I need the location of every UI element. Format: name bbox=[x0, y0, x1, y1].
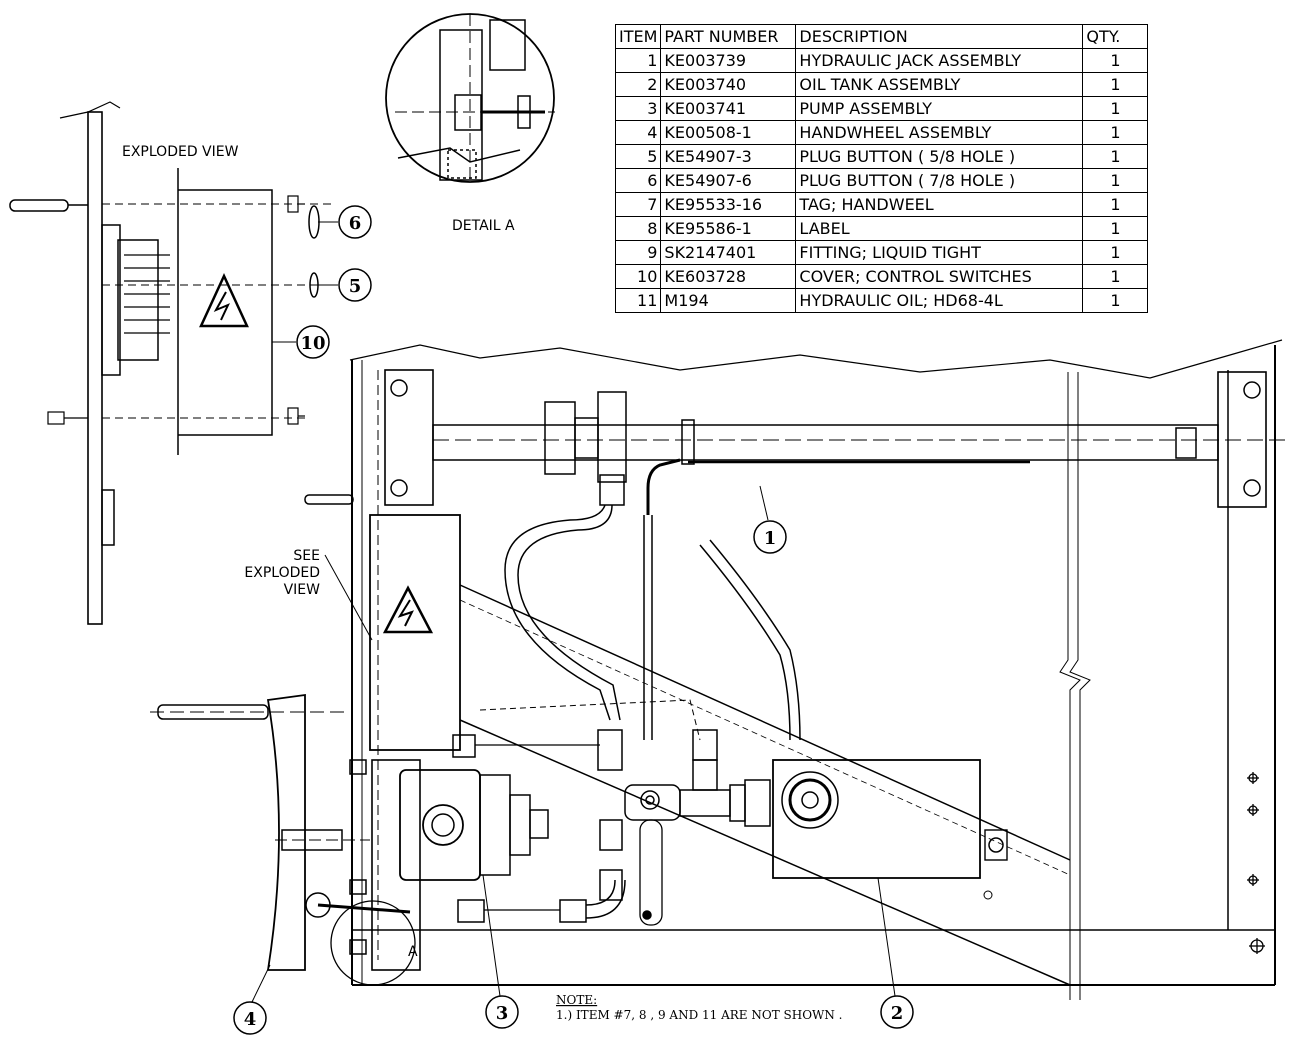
svg-text:5: 5 bbox=[349, 276, 362, 297]
exploded-view-label: EXPLODED VIEW bbox=[122, 144, 239, 160]
see-exploded-callout: SEE EXPLODED VIEW bbox=[244, 548, 373, 641]
svg-text:4: 4 bbox=[244, 1009, 257, 1030]
item-balloon-4: 4 bbox=[233, 964, 271, 1035]
svg-text:1: 1 bbox=[764, 528, 777, 549]
svg-text:6: 6 bbox=[349, 213, 362, 234]
svg-text:3: 3 bbox=[496, 1003, 509, 1024]
item-balloon-5: 5 bbox=[338, 268, 372, 302]
svg-text:SEE: SEE bbox=[293, 548, 320, 564]
detail-a: DETAIL A bbox=[385, 13, 555, 234]
bom-header-part-number: PART NUMBER bbox=[660, 24, 797, 49]
item-balloon-10: 10 bbox=[296, 325, 330, 359]
weld-marker-icon bbox=[1247, 772, 1265, 954]
main-assembly: A bbox=[150, 339, 1285, 1000]
item-balloon-1: 1 bbox=[753, 485, 787, 554]
electrical-hazard-icon bbox=[199, 273, 249, 328]
svg-text:2: 2 bbox=[891, 1003, 904, 1024]
item-balloon-3: 3 bbox=[482, 874, 519, 1029]
electrical-hazard-icon bbox=[382, 585, 434, 634]
item-balloon-6: 6 bbox=[338, 205, 372, 239]
bom-header-description: DESCRIPTION bbox=[795, 24, 1084, 49]
bom-header-item: ITEM bbox=[614, 24, 662, 49]
bom-header-row: ITEM PART NUMBER DESCRIPTION QTY. bbox=[614, 24, 1149, 49]
svg-text:EXPLODED: EXPLODED bbox=[244, 565, 320, 581]
detail-a-marker: A bbox=[408, 944, 418, 960]
exploded-view: EXPLODED VIEW bbox=[9, 101, 338, 625]
item-balloon-2: 2 bbox=[877, 877, 914, 1029]
svg-text:VIEW: VIEW bbox=[284, 582, 321, 598]
bom-header-qty: QTY. bbox=[1082, 24, 1149, 49]
svg-text:10: 10 bbox=[300, 333, 325, 354]
note-title: NOTE: bbox=[556, 993, 597, 1007]
note-line-1: 1.) ITEM #7, 8 , 9 AND 11 ARE NOT SHOWN … bbox=[556, 1008, 843, 1022]
detail-a-label: DETAIL A bbox=[452, 218, 515, 234]
drawing-note: NOTE: 1.) ITEM #7, 8 , 9 AND 11 ARE NOT … bbox=[556, 993, 843, 1022]
